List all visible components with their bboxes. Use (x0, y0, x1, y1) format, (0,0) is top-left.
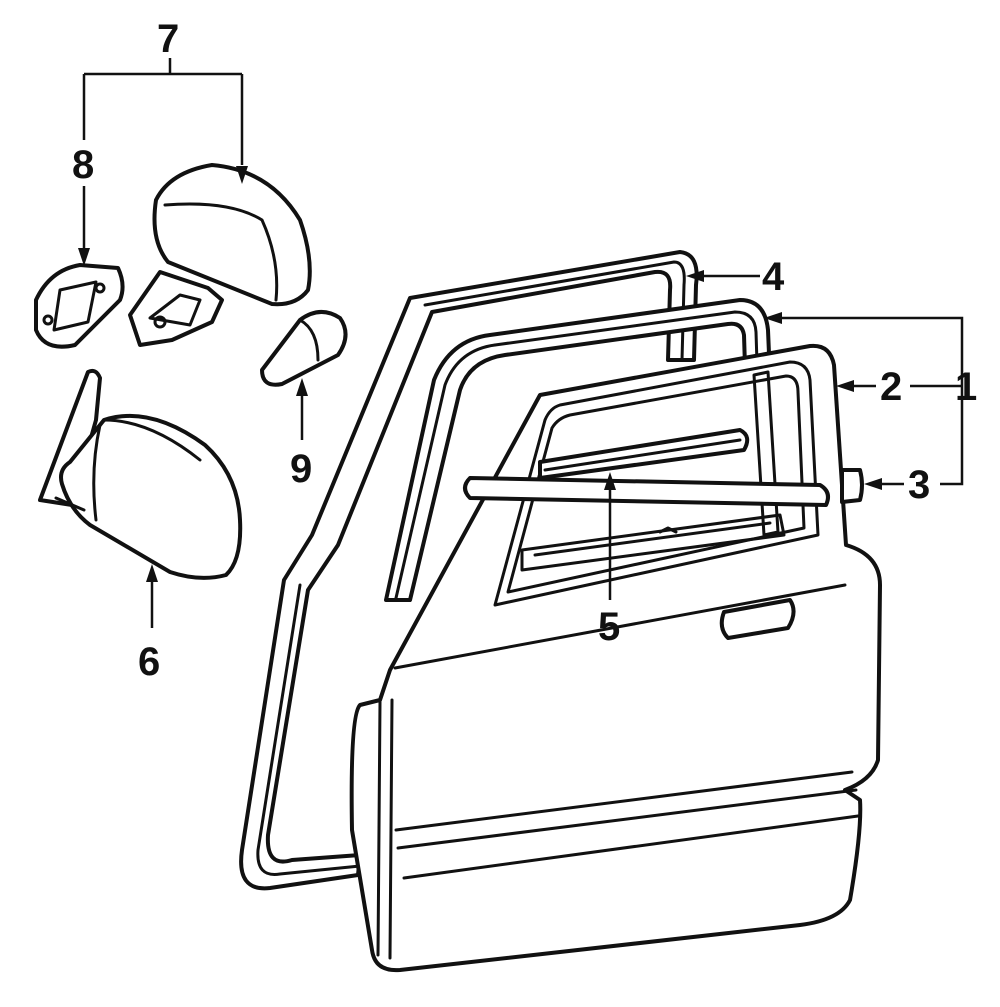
callout-7: 7 (157, 17, 179, 61)
callout-6: 6 (138, 640, 160, 684)
callout-9: 9 (290, 447, 312, 491)
mirror-gasket[interactable] (34, 263, 125, 349)
callout-8: 8 (72, 143, 94, 187)
callout-5: 5 (598, 605, 620, 649)
callout-4: 4 (762, 255, 785, 299)
callout-1: 1 (955, 365, 977, 409)
outside-mirror-assembly[interactable] (38, 368, 243, 580)
door-check-bracket[interactable] (840, 468, 864, 504)
outside-mirror-upper[interactable] (128, 163, 312, 347)
mirror-cover[interactable] (260, 310, 348, 387)
callout-3: 3 (908, 463, 930, 507)
belt-moulding[interactable] (463, 428, 830, 507)
leader-lines (78, 58, 964, 628)
callout-2: 2 (880, 365, 902, 409)
